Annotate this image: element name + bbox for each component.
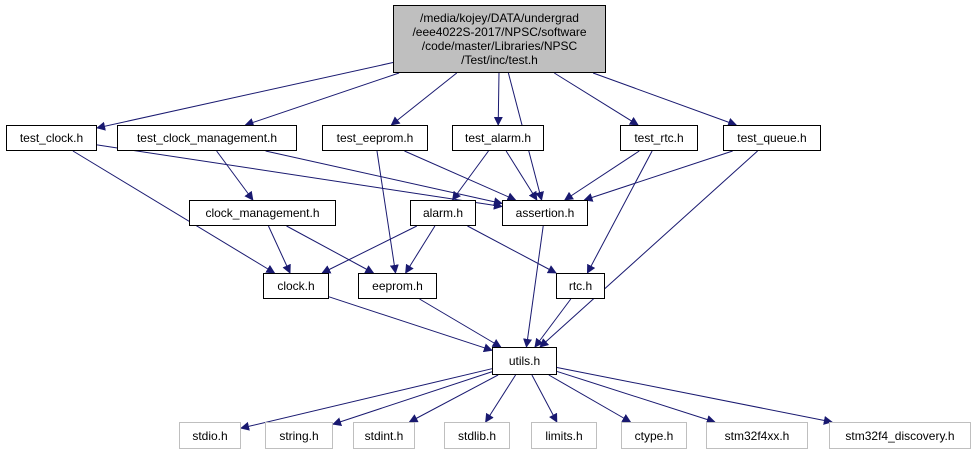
edge-root-to-test-eeprom [390, 72, 458, 126]
edge-test-alarm-to-assertion [505, 150, 538, 201]
node-clock-management[interactable]: clock_management.h [189, 200, 336, 226]
node-stdint: stdint.h [353, 422, 415, 449]
edge-clock-management-to-eeprom [286, 225, 375, 274]
root-path-line-4: /Test/inc/test.h [461, 53, 538, 67]
edge-eeprom-to-utils [419, 298, 502, 348]
edge-utils-to-limits [531, 374, 558, 423]
edge-utils-to-stdlib [485, 374, 516, 423]
edge-utils-to-stdio [240, 368, 493, 431]
node-test-queue[interactable]: test_queue.h [723, 125, 821, 151]
edge-test-clock-management-to-assertion [265, 150, 503, 207]
edge-test-rtc-to-assertion [564, 150, 640, 201]
edge-utils-to-stdint [408, 374, 499, 423]
edge-utils-to-ctype [548, 374, 632, 423]
node-stm32f4-discovery: stm32f4_discovery.h [829, 422, 971, 449]
edge-test-rtc-to-rtc [586, 150, 653, 274]
edge-test-alarm-to-alarm [452, 150, 489, 201]
edge-root-to-test-queue [592, 72, 738, 127]
node-assertion[interactable]: assertion.h [502, 200, 588, 226]
root-path-line-2: /eee4022S-2017/NPSC/software [412, 25, 587, 39]
edge-root-to-test-clock [96, 62, 394, 131]
edge-root-to-test-rtc [554, 72, 639, 126]
node-string: string.h [265, 422, 333, 449]
node-stdio: stdio.h [179, 422, 241, 449]
edge-alarm-to-rtc [467, 225, 557, 274]
node-stm32f4xx: stm32f4xx.h [706, 422, 808, 449]
node-rtc[interactable]: rtc.h [556, 273, 605, 299]
root-file-node: /media/kojey/DATA/undergrad /eee4022S-20… [393, 5, 606, 73]
edge-test-queue-to-assertion [583, 150, 733, 202]
edge-alarm-to-eeprom [405, 225, 436, 274]
edge-utils-to-stm32f4xx [556, 370, 716, 424]
node-utils[interactable]: utils.h [492, 347, 557, 375]
edge-clock-to-utils [328, 296, 493, 353]
node-test-clock[interactable]: test_clock.h [6, 125, 97, 151]
node-ctype: ctype.h [621, 422, 687, 449]
edge-alarm-to-clock [321, 225, 418, 274]
node-eeprom[interactable]: eeprom.h [358, 273, 437, 299]
root-path-line-1: /media/kojey/DATA/undergrad [420, 11, 579, 25]
edge-root-to-test-clock-management [244, 72, 400, 127]
node-clock[interactable]: clock.h [263, 273, 329, 299]
edge-test-eeprom-to-assertion [404, 150, 517, 201]
node-test-rtc[interactable]: test_rtc.h [620, 125, 698, 151]
edge-test-clock-to-assertion [96, 144, 503, 210]
node-test-clock-management[interactable]: test_clock_management.h [117, 125, 297, 151]
edge-test-clock-management-to-clock-management [216, 150, 254, 201]
node-limits: limits.h [531, 422, 597, 449]
node-test-eeprom[interactable]: test_eeprom.h [322, 125, 428, 151]
edge-rtc-to-utils [534, 298, 572, 348]
root-path-line-3: /code/master/Libraries/NPSC [421, 39, 578, 53]
edge-assertion-to-utils [523, 225, 544, 348]
edge-test-queue-to-utils [539, 150, 758, 348]
edge-test-clock-to-clock [72, 150, 276, 274]
node-test-alarm[interactable]: test_alarm.h [452, 125, 544, 151]
edge-utils-to-stm32f4-discovery [556, 366, 833, 425]
edge-root-to-test-alarm [493, 72, 503, 126]
node-alarm[interactable]: alarm.h [410, 200, 476, 226]
edge-utils-to-string [332, 371, 493, 426]
edge-test-eeprom-to-eeprom [376, 150, 399, 274]
node-stdlib: stdlib.h [444, 422, 510, 449]
edge-clock-management-to-clock [268, 225, 291, 274]
